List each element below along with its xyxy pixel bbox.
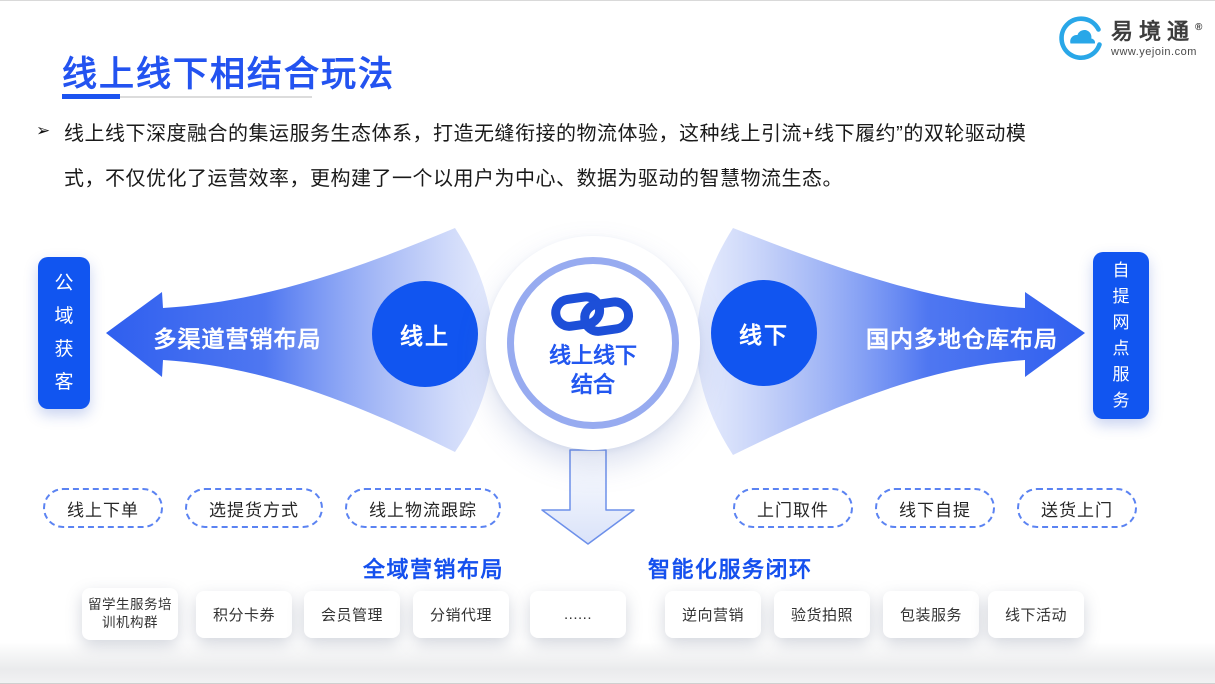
pill-logistics-tracking: 线上物流跟踪 <box>345 488 501 528</box>
center-label-line2: 结合 <box>570 372 615 397</box>
brand-website: www.yejoin.com <box>1111 46 1197 58</box>
card-packaging-service: 包装服务 <box>883 591 979 638</box>
card-member-management: 会员管理 <box>304 591 400 638</box>
center-ring: 线上线下 结合 <box>507 257 679 429</box>
section-title-service-loop: 智能化服务闭环 <box>648 557 813 582</box>
section-title-marketing: 全域营销布局 <box>363 557 505 582</box>
card-reverse-marketing: 逆向营销 <box>665 591 761 638</box>
cloud-e-icon <box>1059 16 1102 60</box>
center-label: 线上线下 结合 <box>549 341 637 399</box>
intro-line-1: 线上线下深度融合的集运服务生态体系，打造无缝衔接的物流体验，这种线上引流+线下履… <box>64 123 1027 145</box>
bullet-arrow-icon: ➢ <box>36 121 51 140</box>
left-arrow-shape <box>106 228 493 452</box>
slide-top-edge <box>0 0 1215 1</box>
pill-choose-pickup: 选提货方式 <box>185 488 323 528</box>
title-rule-accent <box>62 94 120 99</box>
online-node: 线上 <box>372 281 478 387</box>
card-distribution-agent: 分销代理 <box>413 591 509 638</box>
pickup-network-box: 自提网点服务 <box>1093 252 1149 419</box>
online-steps-row: 线上下单 选提货方式 线上物流跟踪 <box>43 488 501 528</box>
logo-texts: 易境通® www.yejoin.com <box>1111 15 1202 58</box>
registered-mark: ® <box>1195 22 1203 33</box>
right-arrow-label: 国内多地仓库布局 <box>866 326 1058 352</box>
offline-steps-row: 上门取件 线下自提 送货上门 <box>733 488 1137 528</box>
page-title: 线上线下相结合玩法 <box>62 55 396 94</box>
pickup-network-label: 自提网点服务 <box>1112 260 1130 410</box>
brand-name: 易境通® <box>1111 19 1203 44</box>
intro-paragraph: 线上线下深度融合的集运服务生态体系，打造无缝衔接的物流体验，这种线上引流+线下履… <box>64 112 1026 202</box>
pill-door-pickup: 上门取件 <box>733 488 853 528</box>
bottom-shadow <box>0 642 1215 684</box>
offline-node: 线下 <box>711 280 817 386</box>
public-domain-label: 公域获客 <box>54 273 74 393</box>
card-ellipsis: ...... <box>530 591 626 638</box>
brand-logo: 易境通® www.yejoin.com <box>1058 15 1202 61</box>
card-points-coupons: 积分卡券 <box>196 591 292 638</box>
down-arrow-shape <box>541 449 635 545</box>
left-arrow-label: 多渠道营销布局 <box>153 326 322 352</box>
public-domain-box: 公域获客 <box>38 257 90 409</box>
pill-self-pickup: 线下自提 <box>875 488 995 528</box>
intro-line-2: 式，不仅优化了运营效率，更构建了一个以用户为中心、数据为驱动的智慧物流生态。 <box>64 168 843 190</box>
pill-online-order: 线上下单 <box>43 488 163 528</box>
offline-label: 线下 <box>739 322 789 348</box>
center-label-line1: 线上线下 <box>548 343 637 368</box>
card-inspection-photos: 验货拍照 <box>774 591 870 638</box>
right-arrow-shape <box>696 228 1085 455</box>
pill-home-delivery: 送货上门 <box>1017 488 1137 528</box>
online-label: 线上 <box>400 323 450 349</box>
title-rule <box>63 96 312 98</box>
card-student-training-group: 留学生服务培训机构群 <box>82 588 178 640</box>
chain-link-icon <box>551 292 634 336</box>
card-offline-events: 线下活动 <box>988 591 1084 638</box>
center-hub: 线上线下 结合 <box>486 236 700 450</box>
